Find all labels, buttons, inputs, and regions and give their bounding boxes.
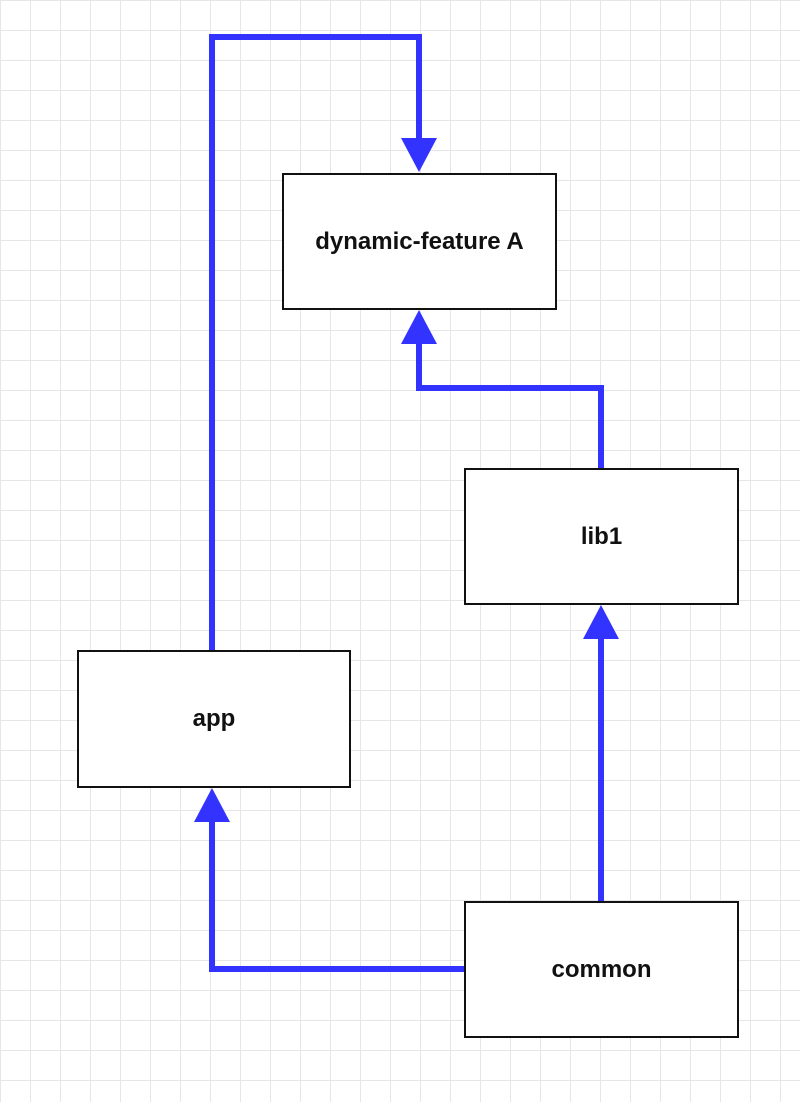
arrowhead-dynamic-feature-top — [401, 138, 437, 172]
arrowhead-dynamic-feature-bottom — [401, 310, 437, 344]
node-label: lib1 — [580, 522, 623, 550]
node-label: common — [551, 955, 652, 983]
edge-lib1-to-dynamic-feature — [416, 342, 604, 468]
edge-common-to-app — [209, 820, 464, 972]
node-app[interactable]: app — [77, 650, 351, 788]
node-label: app — [192, 705, 236, 732]
arrowhead-app — [194, 788, 230, 822]
edge-app-to-dynamic-feature — [209, 34, 422, 650]
node-lib1[interactable]: lib1 — [464, 468, 739, 605]
node-label: dynamic-feature A — [315, 227, 524, 255]
node-common[interactable]: common — [464, 901, 739, 1038]
node-dynamic-feature-a[interactable]: dynamic-feature A — [282, 173, 557, 310]
arrowhead-lib1 — [583, 605, 619, 639]
